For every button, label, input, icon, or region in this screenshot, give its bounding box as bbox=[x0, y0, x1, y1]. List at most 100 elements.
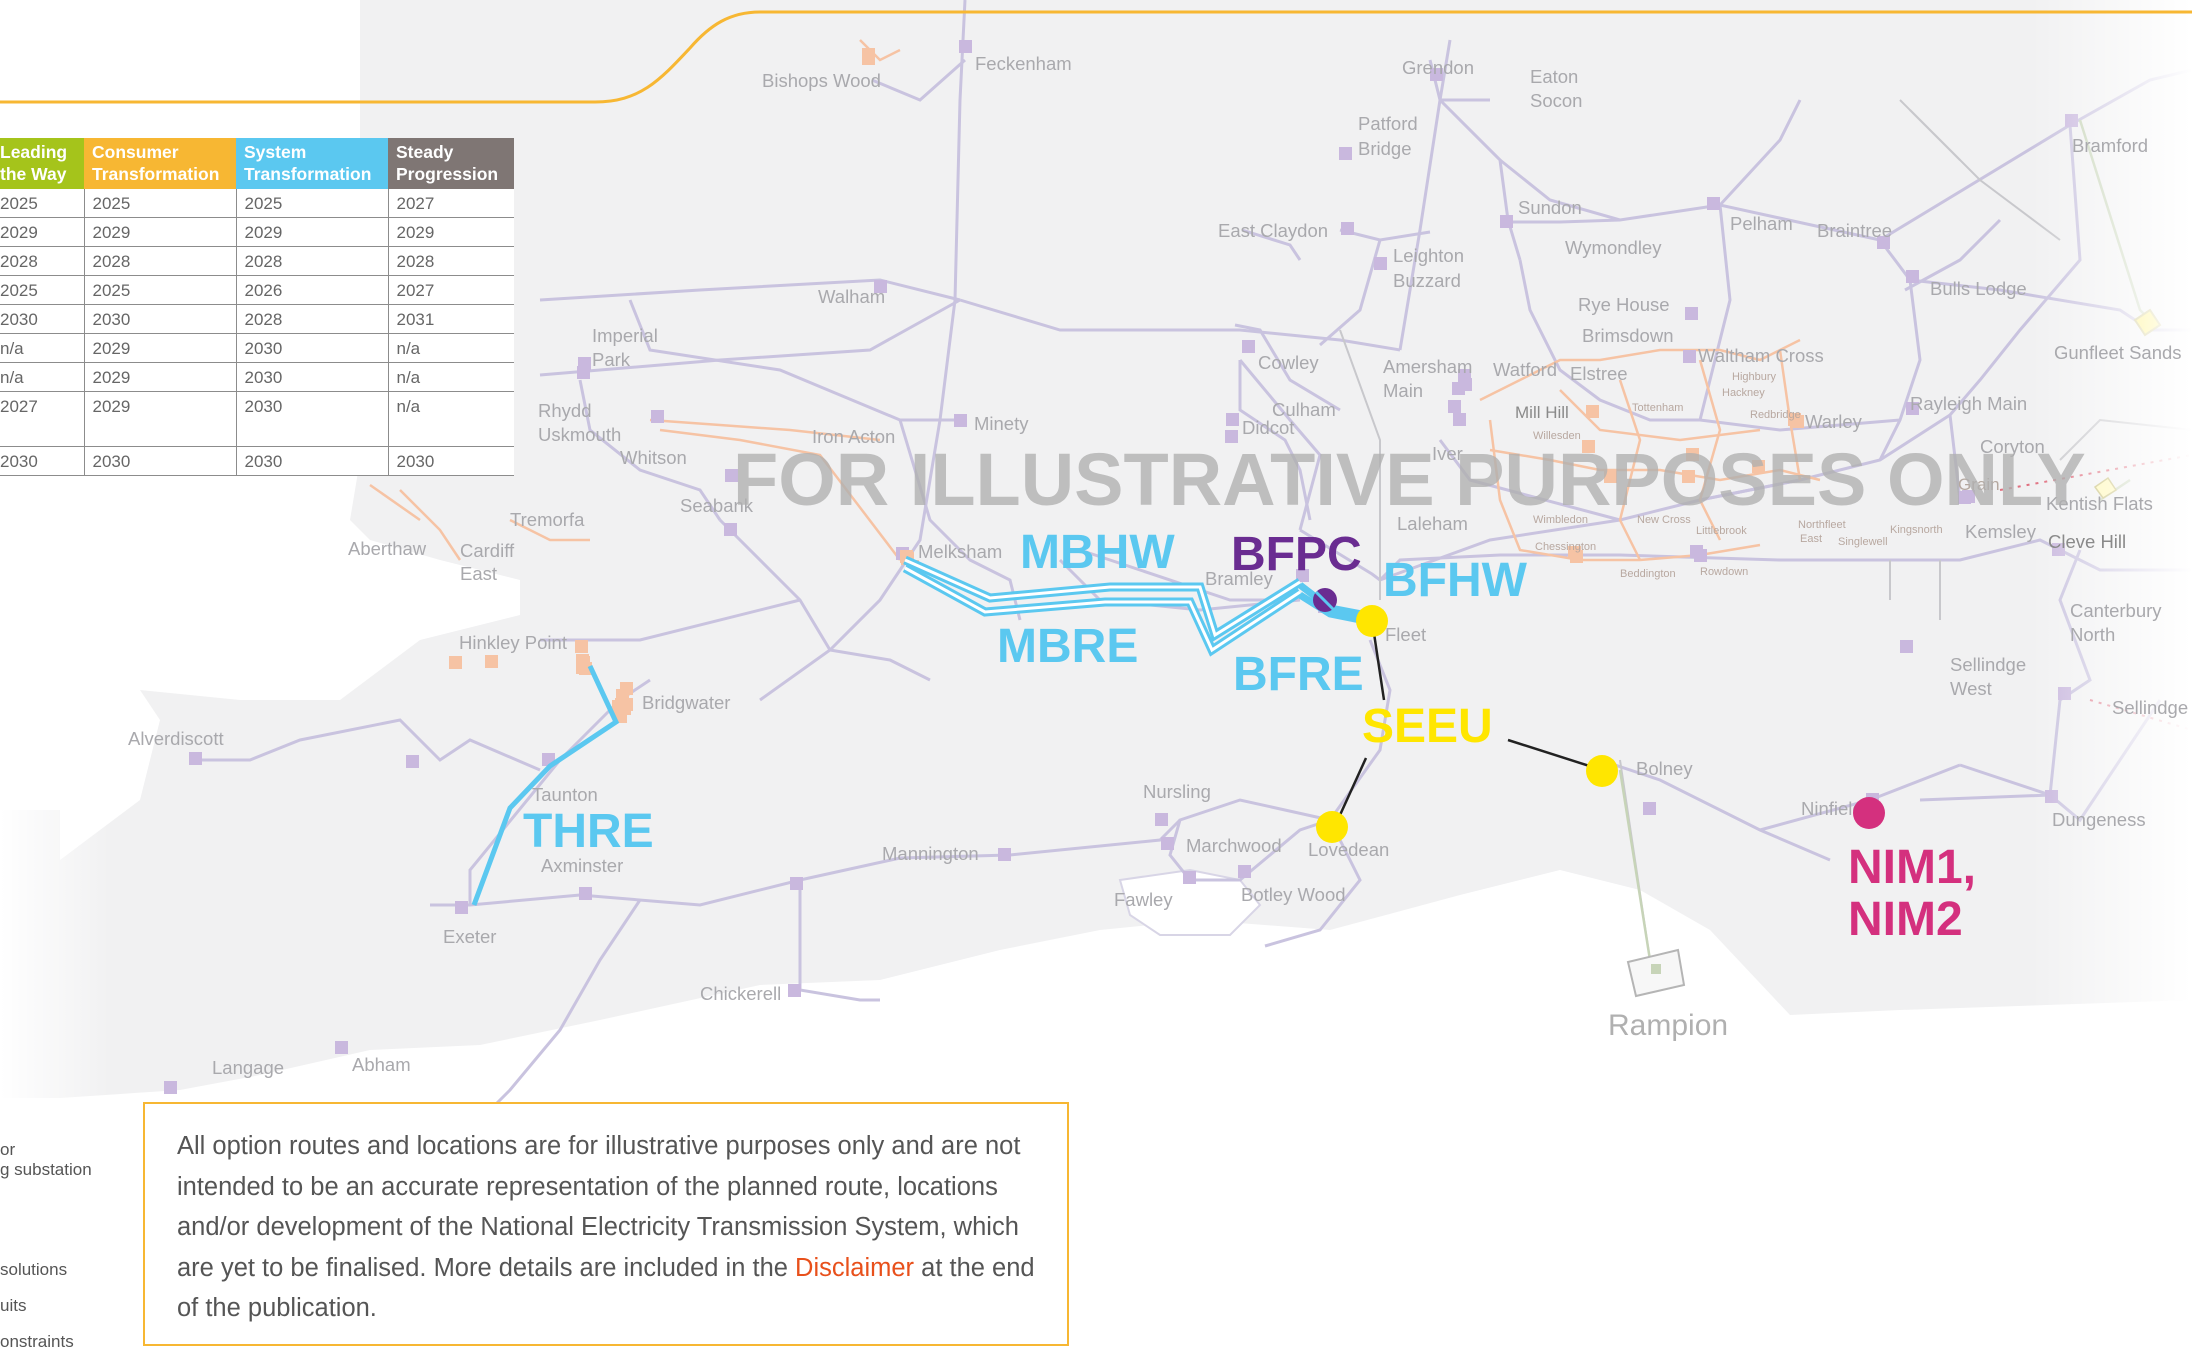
label-laleham: Laleham bbox=[1397, 513, 1468, 534]
label-wimbledon: Wimbledon bbox=[1533, 514, 1588, 526]
label-highbury: Highbury bbox=[1732, 371, 1777, 383]
table-cell: 2028 bbox=[388, 246, 514, 276]
label-east: East bbox=[460, 563, 497, 584]
label-aberthaw: Aberthaw bbox=[348, 538, 427, 559]
label-buzzard: Buzzard bbox=[1393, 270, 1461, 291]
label-melksham: Melksham bbox=[918, 541, 1002, 562]
table-cell: 2025 bbox=[0, 275, 85, 305]
label-northfleet-east: East bbox=[1800, 533, 1822, 545]
legend-item: solutions bbox=[0, 1260, 68, 1279]
table-cell: 2030 bbox=[236, 391, 389, 447]
delivery-date-table: Leading the Way Consumer Transformation … bbox=[0, 138, 514, 476]
nim-node-ninfield bbox=[1853, 797, 1885, 829]
table-cell: n/a bbox=[0, 362, 85, 392]
table-cell: 2025 bbox=[84, 275, 237, 305]
label-fawley: Fawley bbox=[1114, 889, 1173, 910]
watermark-text: FOR ILLUSTRATIVE PURPOSES ONLY bbox=[733, 438, 2086, 521]
label-chessington: Chessington bbox=[1535, 541, 1596, 553]
label-bridge: Bridge bbox=[1358, 138, 1411, 159]
label-northfleet: Northfleet bbox=[1798, 519, 1846, 531]
isle-of-wight bbox=[1118, 868, 1262, 936]
label-redbridge: Redbridge bbox=[1750, 409, 1801, 421]
legend-item: g substation bbox=[0, 1160, 92, 1179]
label-sellindge: Sellindge bbox=[1950, 654, 2026, 675]
place-labels: Feckenham Bishops Wood Grendon Eaton Soc… bbox=[128, 53, 2188, 1078]
route-mbre bbox=[902, 564, 1303, 657]
table-header-row: Leading the Way Consumer Transformation … bbox=[0, 138, 514, 189]
label-bulls-lodge: Bulls Lodge bbox=[1930, 278, 2027, 299]
route-label-mbhw: MBHW bbox=[1020, 526, 1175, 579]
label-cardiff: Cardiff bbox=[460, 540, 515, 561]
label-bridgwater: Bridgwater bbox=[642, 692, 730, 713]
label-littlebrook: Littlebrook bbox=[1696, 525, 1747, 537]
label-east-claydon: East Claydon bbox=[1218, 220, 1328, 241]
route-label-nim1: NIM1, bbox=[1848, 841, 1976, 894]
route-label-seeu: SEEU bbox=[1362, 700, 1493, 753]
table-cell: 2029 bbox=[84, 362, 237, 392]
table-cell: 2029 bbox=[0, 217, 85, 247]
label-main: Main bbox=[1383, 380, 1423, 401]
label-amersham: Amersham bbox=[1383, 356, 1472, 377]
table-cell: 2030 bbox=[388, 446, 514, 476]
table-cell: 2029 bbox=[84, 333, 237, 363]
label-botley-wood: Botley Wood bbox=[1241, 884, 1346, 905]
label-rowdown: Rowdown bbox=[1700, 566, 1748, 578]
table-cell: 2029 bbox=[388, 217, 514, 247]
label-dungeness: Dungeness bbox=[2052, 809, 2146, 830]
label-exeter: Exeter bbox=[443, 926, 496, 947]
table-cell: 2025 bbox=[0, 189, 85, 218]
label-singlewell: Singlewell bbox=[1838, 536, 1888, 548]
label-mill-hill: Mill Hill bbox=[1515, 403, 1569, 422]
table-cell: 2030 bbox=[84, 304, 237, 334]
table-cell: 2027 bbox=[388, 275, 514, 305]
label-kentish-flats: Kentish Flats bbox=[2046, 493, 2153, 514]
route-label-thre: THRE bbox=[523, 805, 654, 858]
label-rhydd: Rhydd bbox=[538, 400, 591, 421]
disclaimer-text: All option routes and locations are for … bbox=[177, 1126, 1037, 1329]
label-bishops-wood: Bishops Wood bbox=[762, 70, 881, 91]
label-taunton: Taunton bbox=[532, 784, 598, 805]
table-cell: 2026 bbox=[236, 275, 389, 305]
label-socon: Socon bbox=[1530, 90, 1582, 111]
table-cell: 2031 bbox=[388, 304, 514, 334]
label-mannington: Mannington bbox=[882, 843, 979, 864]
seeu-node-lovedean bbox=[1316, 811, 1348, 843]
label-kingsnorth: Kingsnorth bbox=[1890, 524, 1943, 536]
table-cell: 2030 bbox=[84, 446, 237, 476]
header-steady-progression: Steady Progression bbox=[388, 138, 514, 189]
label-chickerell: Chickerell bbox=[700, 983, 781, 1004]
label-watford: Watford bbox=[1493, 359, 1557, 380]
label-marchwood: Marchwood bbox=[1186, 835, 1282, 856]
label-didcot: Didcot bbox=[1242, 417, 1294, 438]
label-pelham: Pelham bbox=[1730, 213, 1793, 234]
bfpc-marker-stripe bbox=[1314, 590, 1336, 612]
label-cleve-hill: Cleve Hill bbox=[2048, 531, 2126, 552]
disclaimer-link[interactable]: Disclaimer bbox=[795, 1253, 915, 1282]
label-grain: Grain bbox=[1958, 475, 2000, 494]
label-seabank: Seabank bbox=[680, 495, 754, 516]
label-sellindge-2: Sellindge bbox=[2112, 697, 2188, 718]
label-bolney: Bolney bbox=[1636, 758, 1693, 779]
label-coryton: Coryton bbox=[1980, 436, 2045, 457]
orange-cables bbox=[369, 39, 1821, 562]
table-cell: 2028 bbox=[84, 246, 237, 276]
label-beddington: Beddington bbox=[1620, 568, 1676, 580]
legend-item: onstraints bbox=[0, 1332, 74, 1351]
label-lovedean: Lovedean bbox=[1308, 839, 1389, 860]
fade-left bbox=[0, 780, 110, 1120]
route-label-mbre: MBRE bbox=[997, 620, 1138, 673]
table-cell: n/a bbox=[388, 391, 514, 447]
header-divider-curve bbox=[0, 10, 2192, 104]
table-cell: 2030 bbox=[236, 333, 389, 363]
label-hackney: Hackney bbox=[1722, 387, 1765, 399]
label-nursling: Nursling bbox=[1143, 781, 1211, 802]
